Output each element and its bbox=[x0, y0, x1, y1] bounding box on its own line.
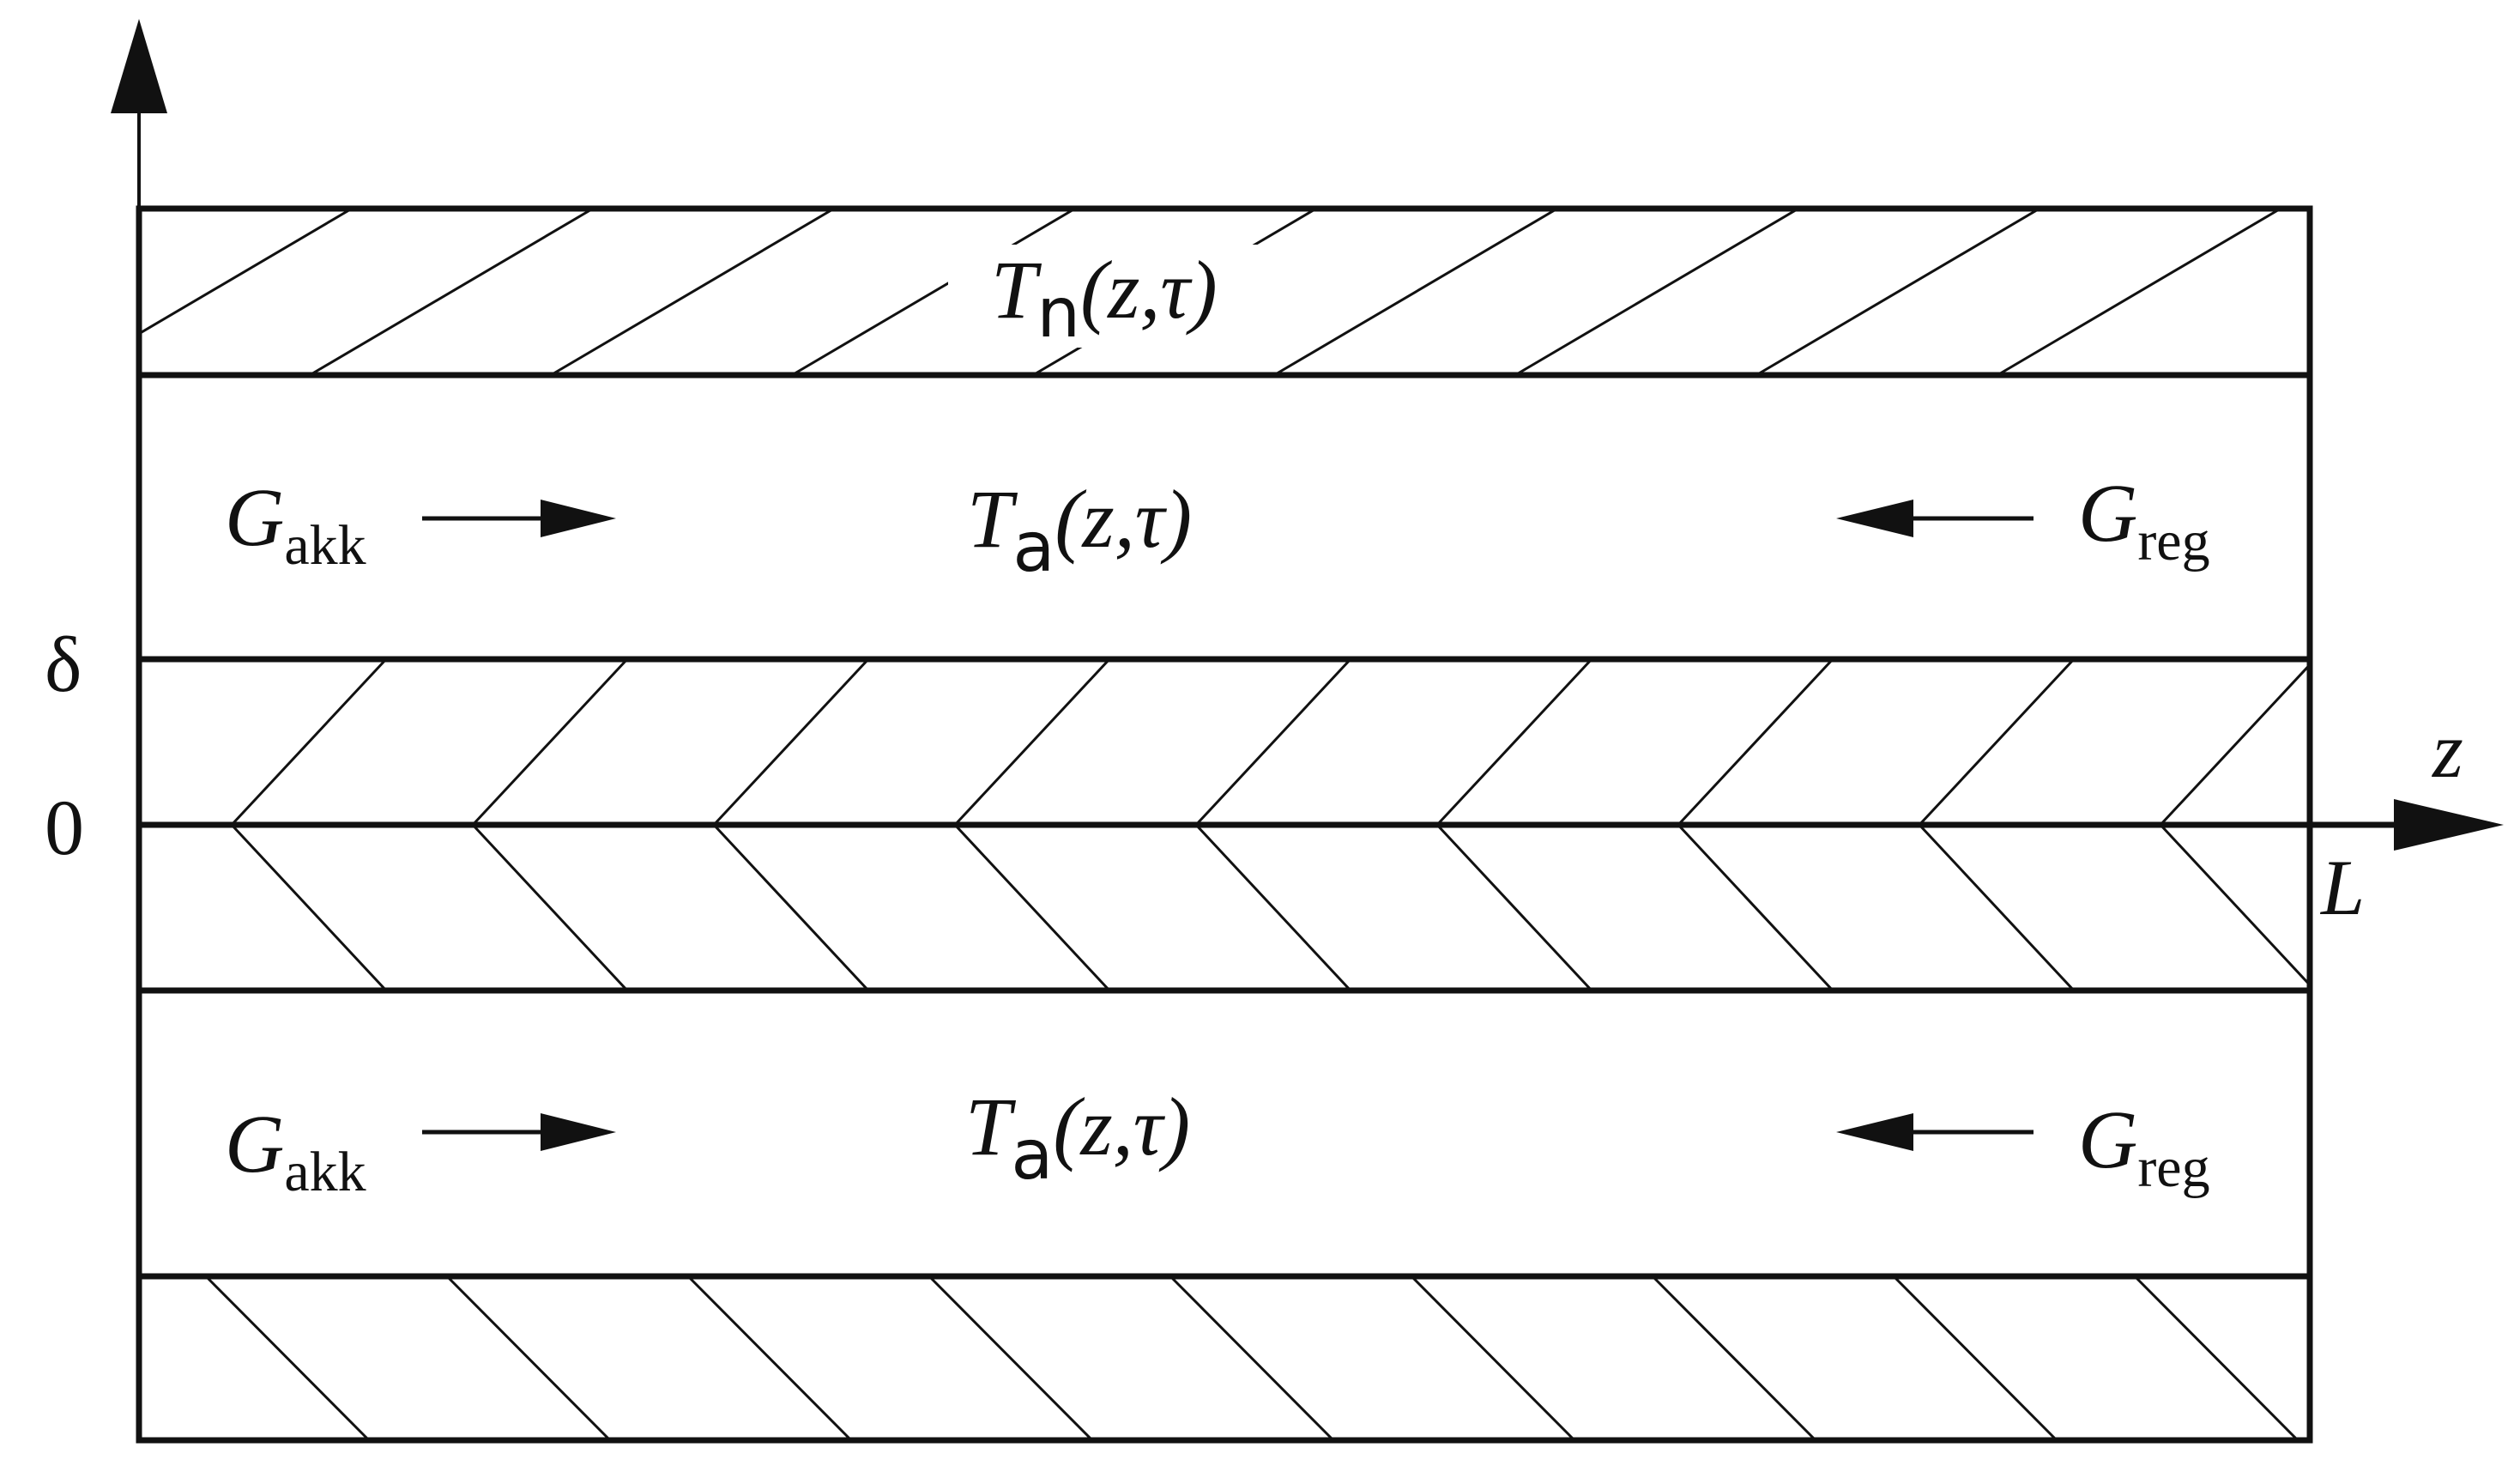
bottom-hatch-line-5 bbox=[1169, 1275, 1335, 1442]
lower-right-arrowhead bbox=[541, 1113, 616, 1151]
bottom-hatch-line-9 bbox=[2133, 1275, 2299, 1442]
vertical-axis-arrowhead bbox=[111, 19, 167, 113]
mid-upper-hatch-line-3 bbox=[712, 657, 870, 827]
zero-tick-label: 0 bbox=[45, 784, 84, 871]
lower-g-reg-label: Greg bbox=[2078, 1093, 2210, 1199]
top-hatch-line-4 bbox=[791, 207, 1076, 377]
z-axis-arrowhead bbox=[2394, 799, 2504, 851]
mid-lower-hatch-line-5 bbox=[1194, 823, 1352, 992]
top-wall-temp-symbol: T bbox=[991, 244, 1042, 336]
upper-temp-args: (z,τ) bbox=[1055, 473, 1192, 565]
lower-g-akk-subscript: akk bbox=[284, 1141, 366, 1203]
bottom-hatch-line-8 bbox=[1892, 1275, 2058, 1442]
mid-lower-hatch-line-8 bbox=[1918, 823, 2076, 992]
mid-upper-hatch-line-8 bbox=[1918, 657, 2076, 827]
top-wall-temp-args: (z,τ) bbox=[1080, 244, 1218, 336]
upper-g-akk-subscript: akk bbox=[284, 514, 366, 577]
bottom-hatch-line-2 bbox=[445, 1275, 612, 1442]
lower-right-arrow bbox=[422, 1113, 616, 1151]
upper-g-akk-symbol: G bbox=[225, 471, 284, 563]
top-wall-temperature-label: Tn(z,τ) bbox=[991, 244, 1218, 353]
top-hatch-line-3 bbox=[550, 207, 835, 377]
top-label-mask bbox=[948, 245, 1266, 348]
mid-lower-hatch-line-9 bbox=[2159, 823, 2312, 986]
mid-lower-hatch-line-7 bbox=[1677, 823, 1834, 992]
lower-left-arrow bbox=[1836, 1113, 2034, 1151]
lower-temp-symbol: T bbox=[965, 1081, 1017, 1172]
upper-g-reg-symbol: G bbox=[2078, 467, 2137, 559]
upper-channel-temperature-label: Ta(z,τ) bbox=[967, 473, 1192, 587]
upper-right-arrow bbox=[422, 500, 616, 537]
lower-temp-subscript: a bbox=[1011, 1115, 1053, 1195]
upper-left-arrowhead bbox=[1836, 500, 1913, 537]
bottom-hatch-line-3 bbox=[686, 1275, 853, 1442]
middle-wall-lower-hatching bbox=[230, 823, 2312, 992]
lower-g-reg-subscript: reg bbox=[2137, 1136, 2209, 1199]
upper-g-reg-subscript: reg bbox=[2137, 510, 2209, 572]
top-wall-temp-subscript: n bbox=[1036, 273, 1080, 353]
z-axis bbox=[139, 799, 2504, 851]
top-hatch-line-7 bbox=[1514, 207, 1799, 377]
upper-temp-subscript: a bbox=[1012, 507, 1055, 587]
mid-lower-hatch-line-4 bbox=[953, 823, 1111, 992]
upper-left-arrow bbox=[1836, 500, 2034, 537]
lower-g-akk-label: Gakk bbox=[225, 1098, 366, 1203]
middle-wall-upper-hatching bbox=[230, 657, 2312, 827]
mid-upper-hatch-line-2 bbox=[471, 657, 629, 827]
mid-upper-hatch-line-7 bbox=[1677, 657, 1834, 827]
mid-lower-hatch-line-6 bbox=[1435, 823, 1593, 992]
lower-g-akk-symbol: G bbox=[225, 1098, 284, 1190]
mid-upper-hatch-line-6 bbox=[1435, 657, 1593, 827]
lower-g-reg-symbol: G bbox=[2078, 1093, 2137, 1185]
top-hatch-line-1 bbox=[138, 207, 353, 336]
top-hatch-line-9 bbox=[1997, 207, 2281, 377]
z-axis-label: z bbox=[2431, 706, 2463, 794]
upper-g-reg-label: Greg bbox=[2078, 467, 2210, 572]
upper-temp-symbol: T bbox=[967, 473, 1018, 565]
mid-upper-hatch-line-1 bbox=[230, 657, 388, 827]
bottom-hatch-line-7 bbox=[1651, 1275, 1817, 1442]
lower-temp-args: (z,τ) bbox=[1053, 1081, 1190, 1172]
vertical-axis bbox=[111, 19, 167, 209]
upper-g-akk-label: Gakk bbox=[225, 471, 366, 577]
bottom-wall-hatching bbox=[204, 1275, 2299, 1442]
bottom-hatch-line-4 bbox=[928, 1275, 1094, 1442]
top-hatch-line-6 bbox=[1273, 207, 1558, 377]
lower-left-arrowhead bbox=[1836, 1113, 1913, 1151]
mid-upper-hatch-line-5 bbox=[1194, 657, 1352, 827]
mid-lower-hatch-line-1 bbox=[230, 823, 388, 992]
bottom-hatch-line-6 bbox=[1410, 1275, 1576, 1442]
lower-channel-temperature-label: Ta(z,τ) bbox=[965, 1081, 1190, 1195]
upper-right-arrowhead bbox=[541, 500, 616, 537]
mid-lower-hatch-line-2 bbox=[471, 823, 629, 992]
delta-tick-label: δ bbox=[45, 621, 82, 708]
top-hatch-line-2 bbox=[309, 207, 594, 377]
top-hatch-line-8 bbox=[1756, 207, 2040, 377]
mid-lower-hatch-line-3 bbox=[712, 823, 870, 992]
mid-upper-hatch-line-4 bbox=[953, 657, 1111, 827]
length-label: L bbox=[2319, 844, 2365, 931]
mid-upper-hatch-line-9 bbox=[2159, 663, 2312, 827]
bottom-hatch-line-1 bbox=[204, 1275, 371, 1442]
